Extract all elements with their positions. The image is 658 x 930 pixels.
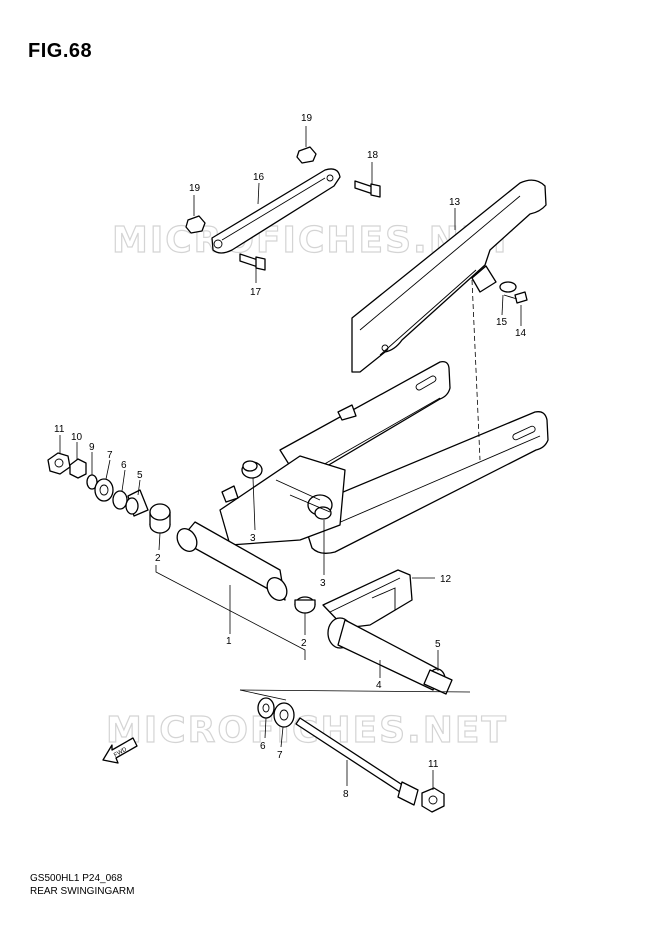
callout-11-right: 11 (428, 759, 439, 770)
callout-13: 13 (449, 197, 461, 208)
callout-14: 14 (515, 328, 527, 339)
callout-4: 4 (376, 680, 382, 691)
bolt-18 (354, 180, 381, 198)
callout-3-upper: 3 (250, 533, 256, 544)
callout-1: 1 (226, 636, 232, 647)
bolt-17 (239, 253, 266, 271)
bolt-14 (499, 281, 528, 304)
nut-11-right (421, 787, 445, 813)
washer-6-right (257, 697, 275, 719)
chain-case (351, 179, 547, 373)
callout-2-upper: 2 (155, 553, 161, 564)
nut-19-upper (296, 146, 317, 164)
callout-12: 12 (440, 574, 452, 585)
callout-18: 18 (367, 150, 379, 161)
callout-3-lower: 3 (320, 578, 326, 589)
callout-8: 8 (343, 789, 349, 800)
leader-lines (59, 126, 522, 790)
callout-6-left: 6 (121, 460, 127, 471)
callout-10: 10 (71, 432, 83, 443)
callout-6-right: 6 (260, 741, 266, 752)
nut-19-lower (185, 215, 206, 234)
pivot-bearing-lines (275, 479, 331, 513)
washer-10 (69, 458, 87, 479)
collar-5-left (125, 489, 149, 517)
callout-7-right: 7 (277, 750, 283, 761)
callout-19-lower: 19 (189, 183, 201, 194)
pivot-shaft (295, 717, 419, 806)
collar-2-lower (294, 596, 316, 614)
callout-17: 17 (250, 287, 262, 298)
collar-2-upper (149, 503, 171, 534)
model-code: GS500HL1 P24_068 (30, 873, 123, 884)
callouts: 19 18 19 16 17 13 15 14 11 10 9 7 6 5 2 … (54, 113, 527, 800)
washer-6-left (112, 490, 128, 510)
section-name: REAR SWINGINGARM (30, 886, 135, 897)
bushing-3-upper (241, 460, 263, 479)
callout-7-left: 7 (107, 450, 113, 461)
collar-5-right (423, 669, 453, 695)
callout-5-left: 5 (137, 470, 143, 481)
seal-7-left (94, 478, 114, 502)
torque-link (211, 168, 341, 254)
figure-title: FIG.68 (28, 40, 93, 62)
callout-9: 9 (89, 442, 95, 453)
callout-2-lower: 2 (301, 638, 307, 649)
nut-11-left (47, 452, 71, 475)
callout-19-upper: 19 (301, 113, 313, 124)
callout-15: 15 (496, 317, 508, 328)
callout-16: 16 (253, 172, 265, 183)
seal-7-right (273, 702, 295, 728)
callout-11-left: 11 (54, 424, 65, 435)
callout-5-right: 5 (435, 639, 441, 650)
swingarm (176, 360, 549, 601)
